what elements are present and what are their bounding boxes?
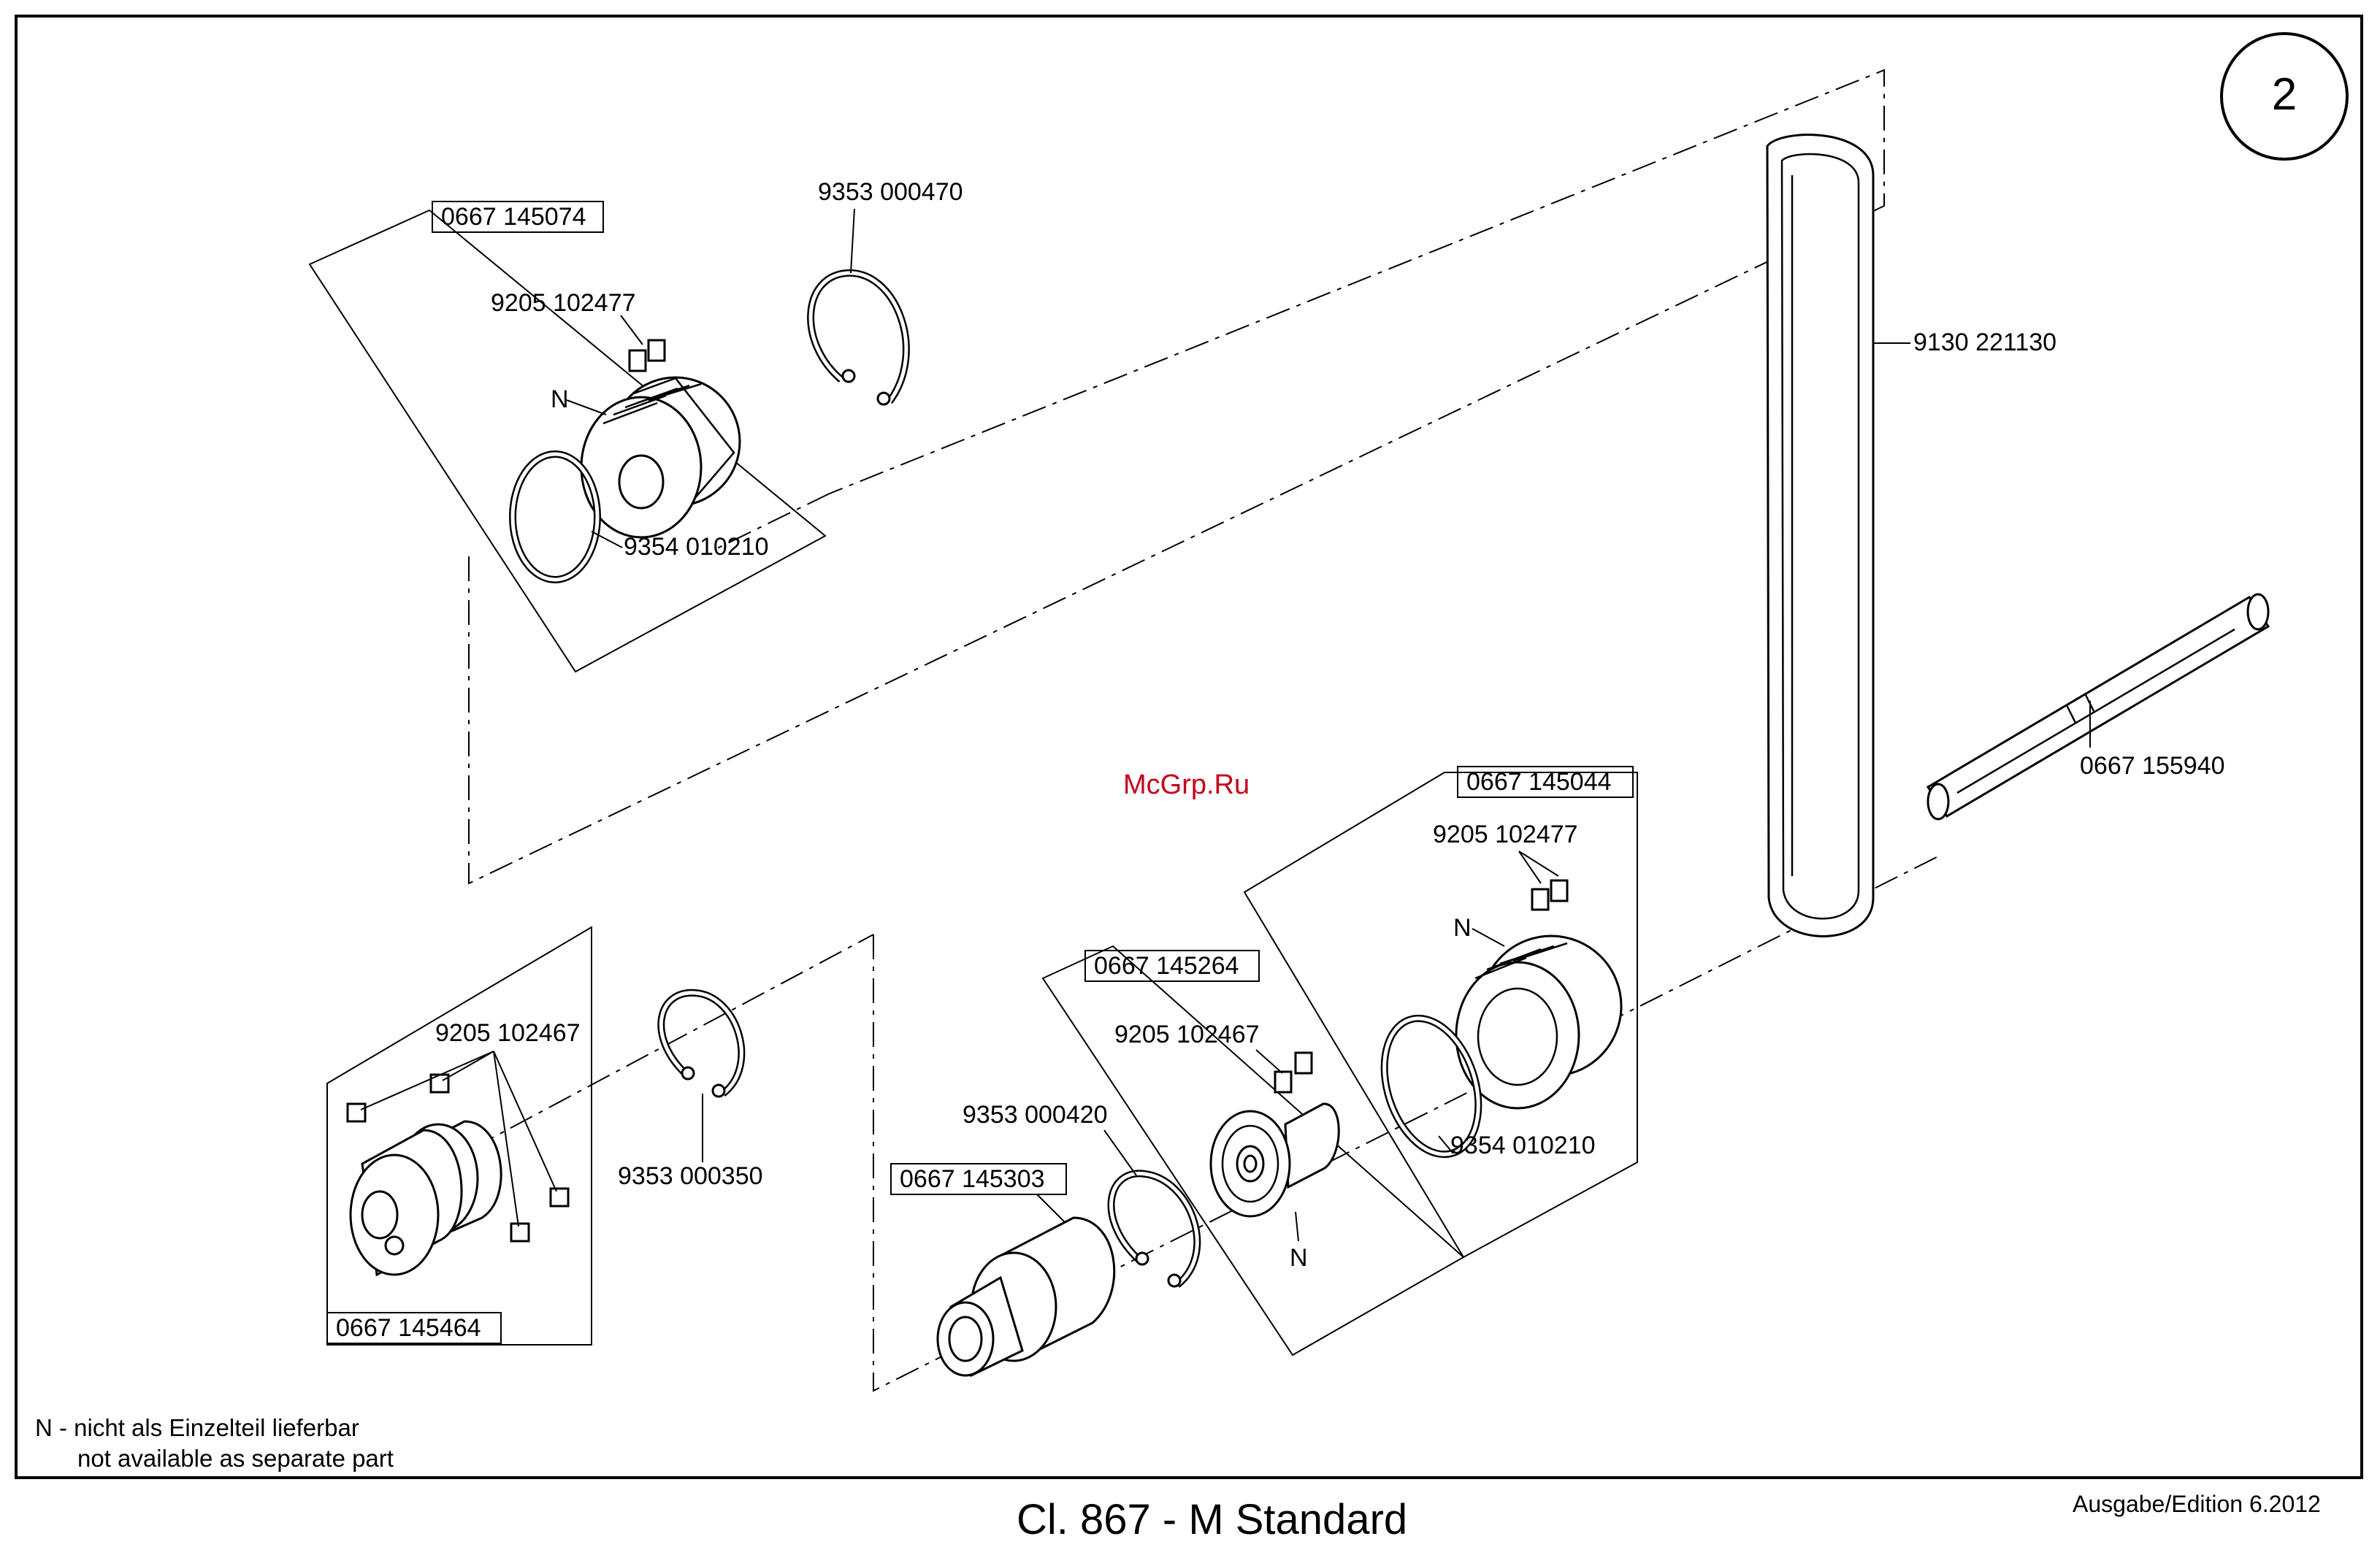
watermark: McGrp.Ru [1123, 769, 1250, 800]
edition-label: Ausgabe/Edition 6.2012 [2073, 1491, 2321, 1517]
note-line-english: not available as separate part [77, 1445, 394, 1472]
top-set-screws [628, 339, 666, 372]
left-hub-assembly: 0667 145464 9205 102467 [326, 926, 592, 1346]
belt-number: 9130 221130 [1913, 329, 2056, 356]
top-sprocket-assembly: 0667 145074 N 9205 102477 9354 01 [308, 201, 827, 673]
middle-circlip [1107, 1170, 1201, 1288]
middle-circlip-number: 9353 000420 [963, 1101, 1108, 1129]
bushing-assembly: 0667 145303 [890, 1163, 1116, 1378]
timing-belt [1766, 134, 1875, 937]
left-hub [349, 1120, 502, 1277]
right-ring-number: 9354 010210 [1450, 1132, 1596, 1159]
bushing-number: 0667 145303 [900, 1165, 1045, 1193]
top-ring-number: 9354 010210 [624, 533, 769, 561]
bushing [936, 1216, 1116, 1378]
right-set-screws [1531, 879, 1569, 911]
middle-screw-number: 9205 102467 [1114, 1021, 1260, 1048]
note-line-german: N - nicht als Einzelteil lieferbar [35, 1414, 359, 1441]
left-circlip-number: 9353 000350 [618, 1162, 763, 1190]
top-assembly-frame [308, 209, 827, 673]
middle-bearing [1209, 1102, 1340, 1218]
middle-bearing-assembly: 0667 145264 N 9205 102467 [1041, 945, 1465, 1356]
middle-assembly-frame [1041, 945, 1465, 1356]
top-screw-number: 9205 102477 [491, 289, 636, 317]
middle-n-marker: N [1290, 1244, 1308, 1272]
top-assembly-number: 0667 145074 [441, 203, 586, 231]
left-assembly-frame [326, 926, 592, 1346]
centerline-belt-axis [715, 493, 830, 550]
right-sprocket [1455, 934, 1623, 1110]
left-screw-number: 9205 102467 [435, 1019, 581, 1047]
drawing-frame [15, 15, 2363, 1479]
top-n-marker: N [551, 385, 569, 413]
top-retaining-ring [509, 450, 601, 583]
right-assembly-number: 0667 145044 [1466, 768, 1612, 796]
top-circlip-number: 9353 000470 [818, 178, 963, 206]
centerline-top [468, 69, 1885, 885]
centerline-bottom [873, 853, 1943, 1392]
middle-set-screws [1274, 1051, 1313, 1094]
top-circlip [807, 269, 910, 406]
right-assembly-frame [1243, 772, 1638, 1259]
page-number-circle [2220, 32, 2349, 161]
shaft-number: 0667 155940 [2080, 752, 2225, 780]
left-assembly-number: 0667 145464 [336, 1314, 481, 1342]
right-screw-number: 9205 102477 [1433, 821, 1578, 848]
left-set-screws [346, 1073, 570, 1243]
top-sprocket [580, 376, 741, 539]
page-number: 2 [2272, 69, 2297, 120]
left-circlip [657, 989, 746, 1098]
drive-shaft [1926, 593, 2270, 821]
drawing-title: Cl. 867 - M Standard [1017, 1496, 1408, 1543]
right-sprocket-assembly: 0667 145044 N 9205 102477 9354 010210 [1243, 766, 1638, 1259]
availability-note: N - nicht als Einzelteil lieferbar not a… [35, 1413, 394, 1474]
middle-assembly-number: 0667 145264 [1094, 952, 1239, 980]
right-n-marker: N [1453, 914, 1472, 942]
